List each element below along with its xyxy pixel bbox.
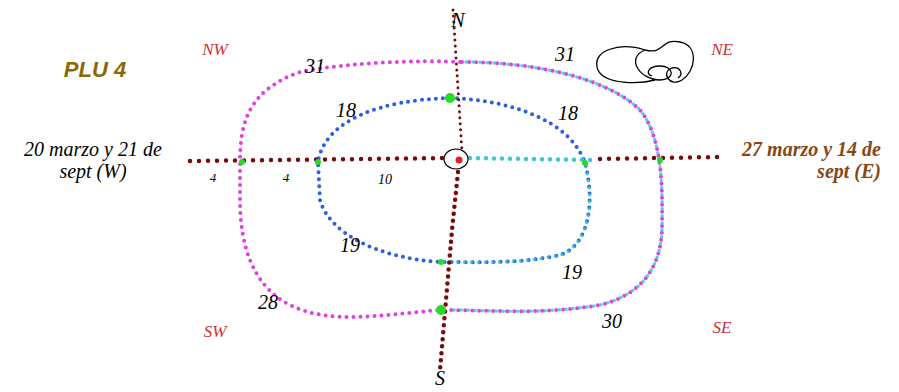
center-point (456, 157, 463, 164)
value-label: 18 (558, 102, 578, 124)
outer-path-cyan (450, 62, 662, 311)
crossing-dot (438, 259, 444, 265)
east-axis-cyan (470, 158, 590, 160)
value-label: 18 (336, 99, 356, 121)
north-axis (453, 10, 462, 152)
crossing-dot (436, 305, 446, 315)
value-label: 19 (340, 234, 360, 256)
diagram-title: PLU 4 (64, 58, 126, 82)
value-label: 10 (378, 172, 392, 187)
value-label: 28 (258, 291, 278, 313)
direction-label: SW (204, 323, 227, 342)
direction-label: NE (711, 41, 733, 60)
outer-path (240, 61, 662, 317)
crossing-dot (582, 160, 588, 166)
crossing-dot (445, 93, 455, 103)
direction-label: SE (713, 319, 732, 338)
south-axis (440, 172, 458, 370)
center-loop (444, 149, 468, 169)
date-label: 27 marzo y 14 de sept (E) (731, 138, 881, 182)
compass-label: N (451, 9, 464, 31)
value-label: 31 (305, 55, 325, 77)
scribble (597, 41, 694, 82)
value-label: 30 (602, 310, 622, 332)
crossing-dot (657, 157, 663, 163)
date-label: 20 marzo y 21 de sept (W) (18, 138, 168, 182)
inner-path-cyan (440, 163, 590, 262)
crossing-dot (315, 159, 321, 165)
value-label: 4 (283, 171, 290, 185)
compass-label: S (435, 367, 445, 389)
value-label: 19 (562, 261, 582, 283)
value-label: 4 (210, 171, 217, 185)
inner-path (318, 98, 590, 262)
value-label: 31 (555, 43, 575, 65)
direction-label: NW (202, 41, 228, 60)
crossing-dot (239, 159, 245, 165)
